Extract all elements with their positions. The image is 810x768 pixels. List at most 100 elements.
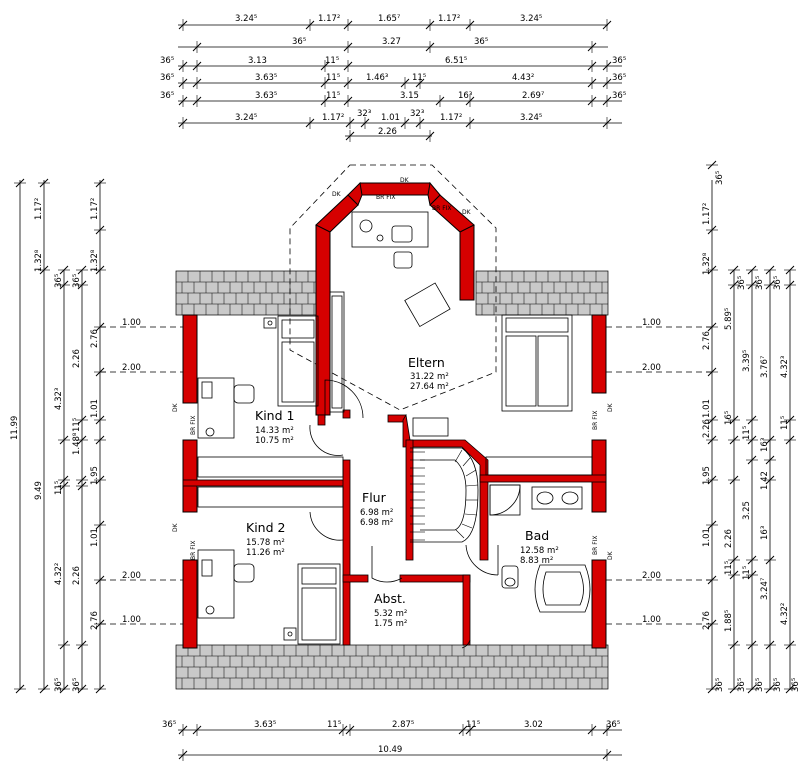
right-dim-c2-3: 11⁵ [724,561,734,575]
left-dim-c3-3: 4.32³ [54,388,64,410]
right-dim-b1: 36⁵ [715,678,725,692]
furniture [197,211,593,645]
left-dim-c3-2: 1.32⁸ [34,249,44,272]
top-dim-1-2: 1.17² [318,14,340,24]
tick-mark [464,513,478,516]
tick-mark [455,529,465,539]
top-dim-3-5: 36⁵ [612,56,626,66]
left-dim-c3-4: 1.48⁸ [72,432,82,455]
level-left-3: 2.00 [122,571,141,581]
top-dim-7-1: 2.26 [378,127,397,137]
right-dim-c1-1: 1.17² [702,203,712,225]
window-labels: DK DK DK DK DK DK DK BR FIX BR FIX BR FI… [172,177,614,560]
right-dim-t2: 36⁵ [737,276,747,290]
right-dim-c1-2: 1.32⁸ [702,252,712,275]
left-dim-s4: 11⁵ [54,481,64,495]
left-dim-c4-2: 1.32⁸ [90,249,100,272]
right-dim-c2-4: 3.25 [742,501,752,520]
top-dim-5-6: 2.69⁷ [522,91,545,101]
top-dim-5-5: 16³ [458,91,472,101]
left-dim-s3: 11⁵ [72,418,82,432]
right-dim-c4-3: 11⁵ [780,416,790,430]
top-dim-6-4: 1.01 [381,113,400,123]
top-dim-6-1: 3.24⁵ [235,113,257,123]
window-label-3: DK [607,402,614,412]
left-dim-c4-7: 1.01 [90,528,100,547]
staircase [410,447,479,543]
top-dim-1-4: 1.17² [438,14,460,24]
right-dim-c1-9: 2.76 [702,611,712,630]
left-dim-s6: 36⁵ [72,678,82,692]
top-dim-3-1: 36⁵ [160,56,174,66]
right-dim-c5-2: 11⁵ [742,566,752,580]
window-label-12: BR FIX [376,194,396,201]
right-dim-c2-2: 16⁵ [724,411,734,425]
level-right-2: 2.00 [642,363,661,373]
tick-mark [465,484,479,487]
right-dim-b5: 36⁵ [791,678,801,692]
right-dim-c2-1: 5.89⁵ [724,308,734,330]
right-dimensions: 1.17² 1.32⁸ 2.76 1.01 2.26 1.95 1.01 2.2… [702,160,801,694]
right-dim-c2-6: 1.88⁵ [724,610,734,632]
top-dim-4-6: 4.43² [512,73,534,83]
roof-top-left [175,270,319,316]
right-dim-b3: 36⁵ [755,678,765,692]
right-dim-c5-3: 4.32² [780,603,790,625]
right-dim-c1-7: 1.01 [702,528,712,547]
left-dim-mid: 9.49 [34,481,44,500]
top-dim-5-7: 36⁵ [612,91,626,101]
room-name-kind2: Kind 2 [246,520,285,535]
room-area2-kind2: 11.26 m² [246,548,285,558]
left-dimensions: 11.99 9.49 1.17² 1.32⁸ 4.32³ 1.48⁸ 4.32²… [10,178,106,694]
room-area2-bad: 8.83 m² [520,556,553,566]
window-label-1: DK [172,402,179,412]
tick-mark [465,469,477,477]
room-area1-flur: 6.98 m² [360,508,393,518]
top-dim-6-3: 32³ [357,109,371,119]
height-levels: 1.00 2.00 2.00 1.00 1.00 2.00 2.00 1.00 [100,318,712,625]
right-dim-c1-4: 1.01 [702,399,712,418]
bottom-dim-1-1: 36⁵ [162,720,176,730]
right-dim-c3-1: 3.39⁵ [742,350,752,372]
bottom-dim-1-4: 2.87⁵ [392,720,414,730]
room-area2-eltern: 27.64 m² [410,382,449,392]
window-label-6: DK [400,177,410,184]
right-dim-c3-3: 3.24⁷ [760,577,770,600]
top-dim-5-4: 3.15 [400,91,419,101]
level-right-4: 1.00 [642,615,661,625]
window-label-7: DK [462,209,472,216]
roof-top-right [475,270,609,316]
bottom-dim-1-6: 3.02 [524,720,543,730]
bottom-dim-2-1: 10.49 [378,745,402,755]
top-dim-4-7: 36⁵ [612,73,626,83]
top-dim-5-2: 3.63⁵ [255,91,277,101]
left-dim-c3-5: 4.32² [54,563,64,585]
room-labels: Eltern 31.22 m² 27.64 m² Kind 1 14.33 m²… [246,355,559,629]
left-dim-c4-4: 1.01 [90,399,100,418]
window-label-10: BR FIX [592,410,599,430]
top-dim-2-3: 36⁵ [474,37,488,47]
doors [309,379,499,649]
top-dim-4-3: 11⁵ [326,73,340,83]
window-label-9: BR FIX [190,540,197,560]
left-dim-c4-8: 2.26 [72,566,82,585]
top-dim-3-4: 6.51⁵ [445,56,467,66]
bottom-dim-1-7: 36⁵ [606,720,620,730]
top-dim-5-1: 36⁵ [160,91,174,101]
left-dim-c4-6: 1.95 [90,466,100,485]
room-area1-abst: 5.32 m² [374,609,407,619]
right-dim-t3: 36⁵ [755,276,765,290]
top-dimensions: 3.24⁵ 1.17² 1.65⁷ 1.17² 3.24⁵ 36⁵ 3.27 3… [160,14,626,142]
room-area1-kind2: 15.78 m² [246,538,285,548]
right-dim-c5-1: 4.32³ [780,356,790,378]
top-dim-2-2: 3.27 [382,37,401,47]
top-dim-3-3: 11⁵ [325,56,339,66]
room-area1-bad: 12.58 m² [520,546,559,556]
right-dim-c1-6: 1.95 [702,466,712,485]
window-label-13: BR FIX [432,205,452,212]
room-name-eltern: Eltern [408,355,445,370]
room-area1-eltern: 31.22 m² [410,372,449,382]
top-dim-4-1: 36⁵ [160,73,174,83]
tick-mark [462,457,471,467]
window-label-2: DK [172,522,179,532]
